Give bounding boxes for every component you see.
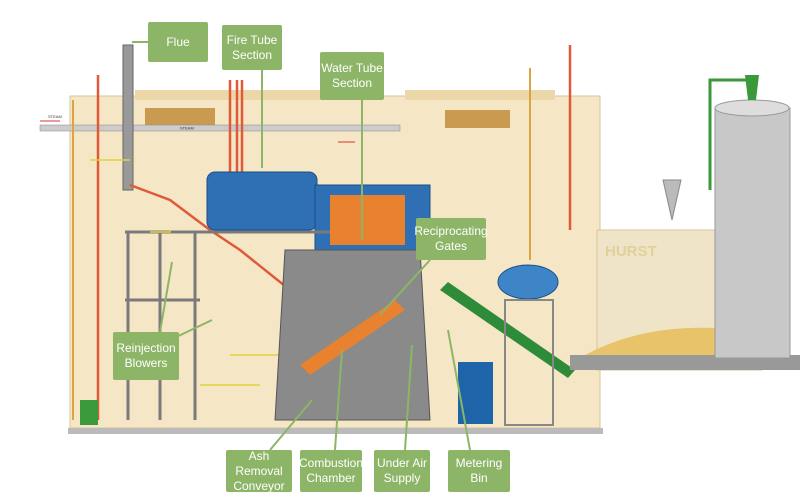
callout-reciprocating-gates: Reciprocating Gates xyxy=(414,218,488,260)
callout-fire-tube-section: Fire Tube Section xyxy=(222,25,282,70)
feed-conveyor xyxy=(440,282,575,378)
callout-ash-removal-conveyor: Ash Removal Conveyor xyxy=(226,449,292,493)
silo xyxy=(714,107,791,359)
callout-under-air-supply: Under Air Supply xyxy=(374,450,430,492)
callout-metering-bin: Metering Bin xyxy=(448,450,510,492)
pipe-label: STEAM xyxy=(180,126,194,131)
callout-flue: Flue xyxy=(148,22,208,62)
callout-reinjection-blowers: Reinjection Blowers xyxy=(113,332,179,380)
deaerator-tank xyxy=(497,264,559,300)
hurst-sign: HURST xyxy=(605,243,657,260)
callout-combustion-chamber: Combustion Chamber xyxy=(299,450,363,492)
pipe-label: STEAM xyxy=(48,114,62,119)
callout-water-tube-section: Water Tube Section xyxy=(320,52,384,100)
fire-tube-boiler xyxy=(206,171,318,231)
flue-stack xyxy=(122,44,134,191)
steam-header-pipe xyxy=(39,124,401,132)
